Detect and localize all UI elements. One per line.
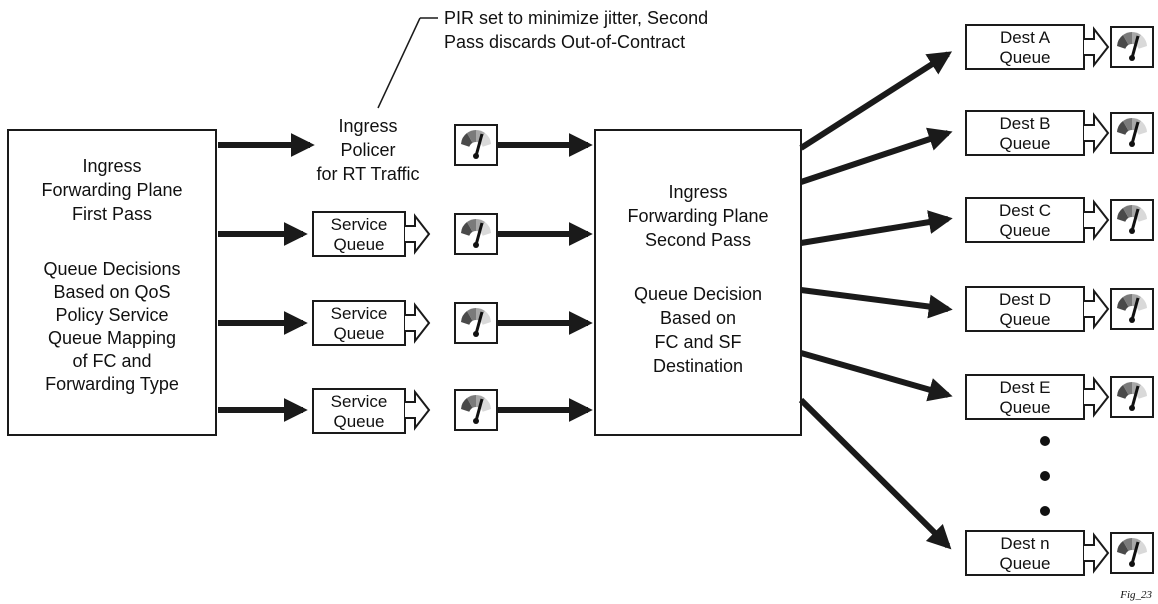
- dest-queue-label: Queue: [999, 398, 1050, 417]
- speedometer-icon: [453, 301, 499, 345]
- second-pass-line: Queue Decision: [634, 284, 762, 304]
- dest-queue: Dest A Queue: [965, 24, 1155, 70]
- second-pass-block: Ingress Forwarding Plane Second Pass Que…: [594, 129, 802, 436]
- first-pass-line: of FC and: [72, 351, 151, 371]
- service-queue-label: Queue: [333, 412, 384, 431]
- dest-queue-label: Dest D: [999, 290, 1051, 309]
- speedometer-icon: [1109, 531, 1155, 575]
- dest-queue-label: Dest C: [999, 201, 1051, 220]
- speedometer-icon: [453, 212, 499, 256]
- policer-line: Ingress: [338, 116, 397, 136]
- figure-label: Fig_23: [1119, 589, 1152, 601]
- first-pass-line: Forwarding Plane: [41, 180, 182, 200]
- first-pass-box: [7, 129, 217, 436]
- arrow: [799, 51, 953, 151]
- dest-queue-box: [965, 530, 1085, 576]
- policer-line: for RT Traffic: [316, 164, 419, 184]
- dest-queue-label: Queue: [999, 134, 1050, 153]
- service-queue-row: Service Queue: [218, 300, 593, 346]
- dest-queue-label: Dest E: [999, 378, 1050, 397]
- dest-queue: Dest D Queue: [965, 286, 1155, 332]
- hollow-arrow-icon: [1083, 378, 1109, 416]
- first-pass-block: Ingress Forwarding Plane First Pass Queu…: [7, 129, 217, 436]
- hollow-arrow-icon: [1083, 534, 1109, 572]
- dest-queue-label: Dest B: [999, 114, 1050, 133]
- dest-queue-box: [965, 110, 1085, 156]
- dest-queue-label: Dest n: [1000, 534, 1049, 553]
- dest-queue-label: Dest A: [1000, 28, 1051, 47]
- service-queue-label: Queue: [333, 324, 384, 343]
- hollow-arrow-icon: [404, 391, 430, 429]
- speedometer-icon: [1109, 375, 1155, 419]
- speedometer-icon: [1109, 198, 1155, 242]
- annotation-line-2: Pass discards Out-of-Contract: [444, 32, 685, 52]
- annotation-line-1: PIR set to minimize jitter, Second: [444, 8, 708, 28]
- speedometer-icon: [1109, 287, 1155, 331]
- second-pass-line: Forwarding Plane: [627, 206, 768, 226]
- service-queue-row: Service Queue: [218, 211, 593, 257]
- second-pass-line: FC and SF: [654, 332, 741, 352]
- dest-queue: Dest n Queue: [965, 530, 1155, 576]
- first-pass-line: Ingress: [82, 156, 141, 176]
- hollow-arrow-icon: [1083, 290, 1109, 328]
- second-pass-line: Based on: [660, 308, 736, 328]
- first-pass-line: Queue Mapping: [48, 328, 176, 348]
- speedometer-icon: [1109, 111, 1155, 155]
- fanout-arrows: [798, 51, 953, 550]
- first-pass-line: Queue Decisions: [43, 259, 180, 279]
- service-queue-label: Service: [331, 215, 388, 234]
- service-queue-label: Service: [331, 392, 388, 411]
- arrow: [798, 397, 952, 550]
- dest-queue-label: Queue: [999, 554, 1050, 573]
- dest-queue: Dest E Queue: [965, 374, 1155, 420]
- hollow-arrow-icon: [404, 215, 430, 253]
- speedometer-icon: [1109, 25, 1155, 69]
- arrow: [800, 287, 953, 319]
- dest-queue: Dest B Queue: [965, 110, 1155, 156]
- second-pass-box: [594, 129, 802, 436]
- hollow-arrow-icon: [1083, 114, 1109, 152]
- service-queue-row: Service Queue: [218, 388, 593, 434]
- service-queue-label: Service: [331, 304, 388, 323]
- dest-queue-box: [965, 197, 1085, 243]
- arrow: [800, 350, 953, 402]
- speedometer-icon: [453, 388, 499, 432]
- first-pass-line: First Pass: [72, 204, 152, 224]
- vertical-ellipsis-icon: [1040, 436, 1050, 516]
- policer-line: Policer: [340, 140, 395, 160]
- speedometer-icon: [453, 123, 499, 167]
- policer-row: Ingress Policer for RT Traffic: [218, 116, 593, 184]
- dest-queue-label: Queue: [999, 221, 1050, 240]
- second-pass-line: Destination: [653, 356, 743, 376]
- dest-queue-label: Queue: [999, 48, 1050, 67]
- first-pass-line: Policy Service: [55, 305, 168, 325]
- hollow-arrow-icon: [1083, 201, 1109, 239]
- hollow-arrow-icon: [1083, 28, 1109, 66]
- arrow: [800, 210, 953, 246]
- dest-queue-box: [965, 24, 1085, 70]
- second-pass-line: Second Pass: [645, 230, 751, 250]
- service-queue-box: [312, 211, 406, 257]
- hollow-arrow-icon: [404, 304, 430, 342]
- second-pass-line: Ingress: [668, 182, 727, 202]
- annotation: PIR set to minimize jitter, Second Pass …: [377, 8, 708, 109]
- arrow: [800, 127, 953, 185]
- first-pass-line: Forwarding Type: [45, 374, 179, 394]
- first-pass-line: Based on QoS: [53, 282, 170, 302]
- service-queue-label: Queue: [333, 235, 384, 254]
- dest-queue-box: [965, 374, 1085, 420]
- dest-queue-label: Queue: [999, 310, 1050, 329]
- dest-queue: Dest C Queue: [965, 197, 1155, 243]
